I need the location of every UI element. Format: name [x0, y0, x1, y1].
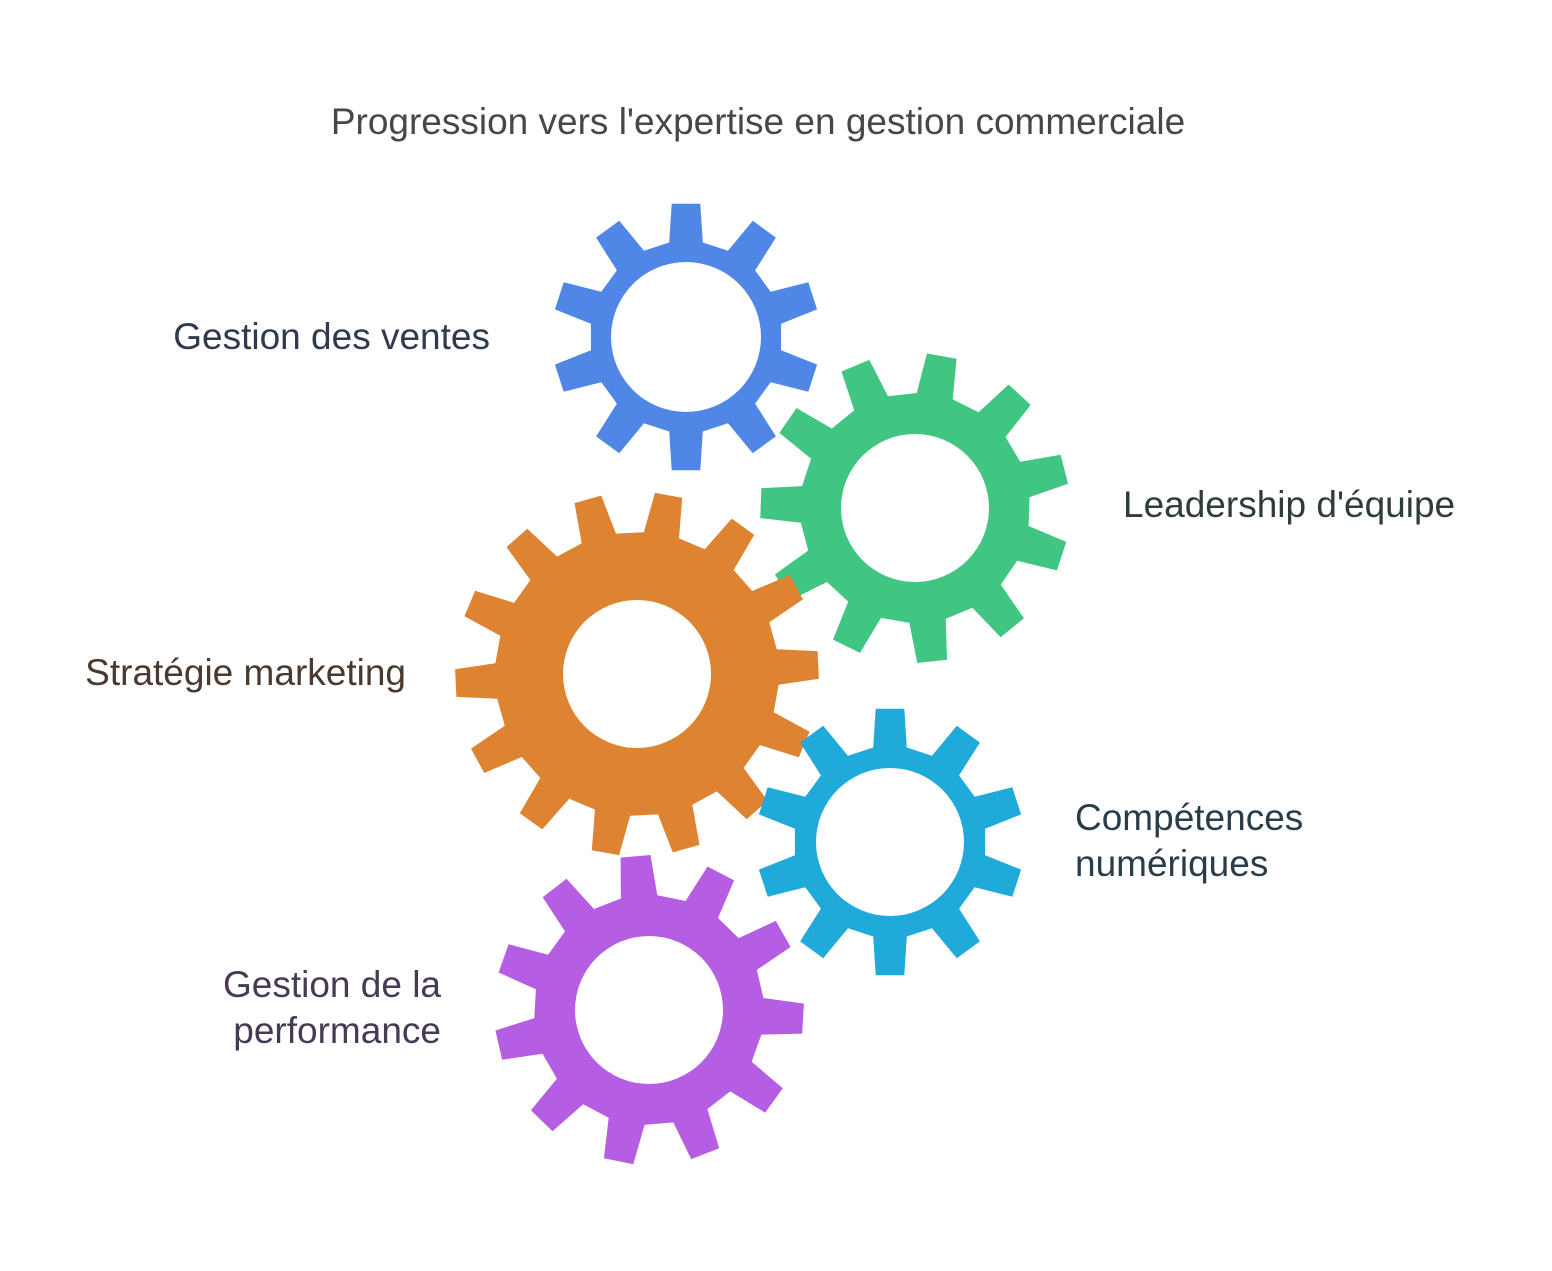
label-marketing-strategy: Stratégie marketing	[85, 652, 406, 693]
gear-hole-performance	[575, 936, 723, 1084]
gear-icon-digital	[758, 708, 1022, 976]
label-sales-management: Gestion des ventes	[173, 316, 490, 357]
label-team-leadership: Leadership d'équipe	[1123, 484, 1456, 525]
gear-icon-performance	[495, 855, 804, 1165]
gear-hole-digital	[816, 768, 964, 916]
gear-hole-leadership	[841, 434, 989, 582]
gear-hole-sales	[611, 262, 761, 412]
gear-icon-sales	[554, 203, 818, 471]
diagram-title: Progression vers l'expertise en gestion …	[330, 101, 1186, 142]
gear-icon-leadership	[760, 353, 1069, 663]
gear-icon-marketing	[455, 492, 819, 856]
gear-hole-marketing	[563, 600, 711, 748]
label-digital-skills: Compétences numériques	[1075, 797, 1304, 884]
label-performance-management: Gestion de la performance	[222, 964, 441, 1051]
